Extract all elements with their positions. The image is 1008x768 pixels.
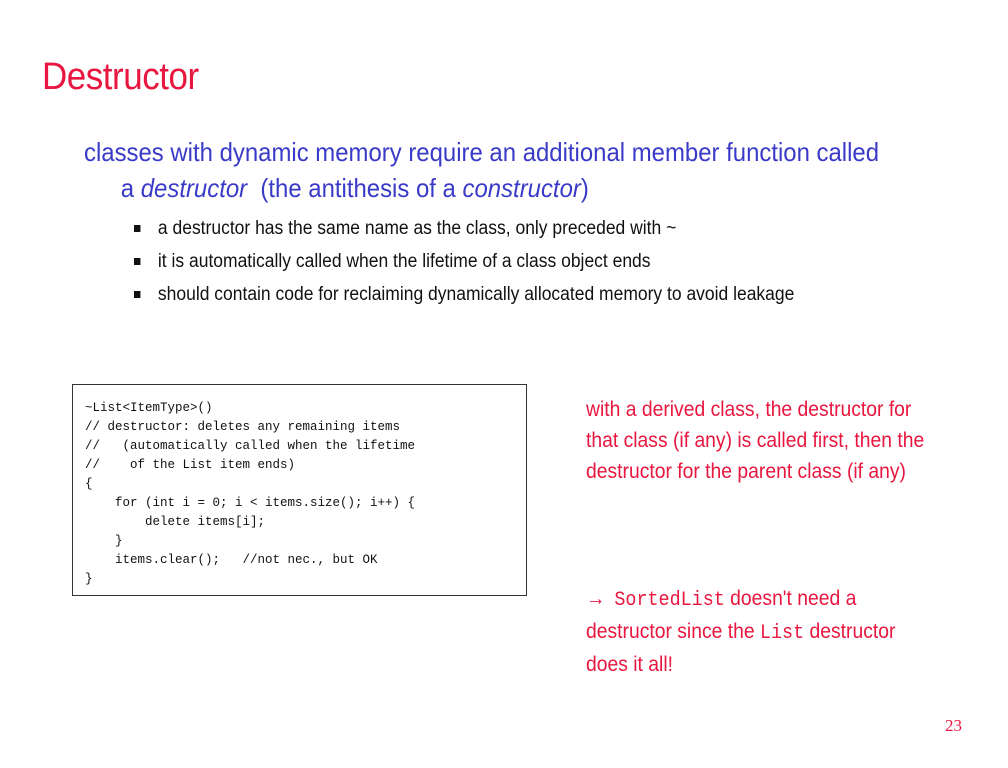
bullet-item: should contain code for reclaiming dynam… xyxy=(134,278,944,311)
constructor-term: constructor xyxy=(462,173,581,203)
sortedlist-note: → SortedList doesn't need a destructor s… xyxy=(586,583,940,680)
sortedlist-note-end: destructor does it all! xyxy=(586,620,896,676)
sortedlist-code: SortedList xyxy=(614,589,725,612)
slide-title: Destructor xyxy=(42,56,199,98)
destructor-term: destructor xyxy=(140,173,248,203)
bullet-text: should contain code for reclaiming dynam… xyxy=(157,284,795,305)
main-point-middle: (the antithesis of a xyxy=(247,173,463,203)
main-point-line-1: classes with dynamic memory require an a… xyxy=(84,137,880,167)
square-bullet-icon xyxy=(134,258,141,265)
slide-number: 23 xyxy=(945,716,962,735)
list-code: List xyxy=(759,622,805,645)
bullet-item: a destructor has the same name as the cl… xyxy=(134,212,944,245)
main-point-prefix: a xyxy=(120,173,141,203)
code-box: ~List<ItemType>() // destructor: deletes… xyxy=(72,384,527,596)
bullet-list: a destructor has the same name as the cl… xyxy=(134,212,944,311)
right-arrow-icon: → xyxy=(586,587,606,610)
square-bullet-icon xyxy=(134,225,141,232)
bullet-item: it is automatically called when the life… xyxy=(134,245,944,278)
bullet-text: a destructor has the same name as the cl… xyxy=(157,218,677,239)
code-listing: ~List<ItemType>() // destructor: deletes… xyxy=(85,401,416,586)
square-bullet-icon xyxy=(134,291,141,298)
sortedlist-note-middle: doesn't need a destructor since the xyxy=(586,587,857,643)
main-point-line-2: a destructor (the antithesis of a constr… xyxy=(84,170,912,206)
bullet-text: it is automatically called when the life… xyxy=(157,251,651,272)
main-point: classes with dynamic memory require an a… xyxy=(84,134,912,206)
main-point-suffix: ) xyxy=(580,173,589,203)
derived-class-note: with a derived class, the destructor for… xyxy=(586,398,925,483)
